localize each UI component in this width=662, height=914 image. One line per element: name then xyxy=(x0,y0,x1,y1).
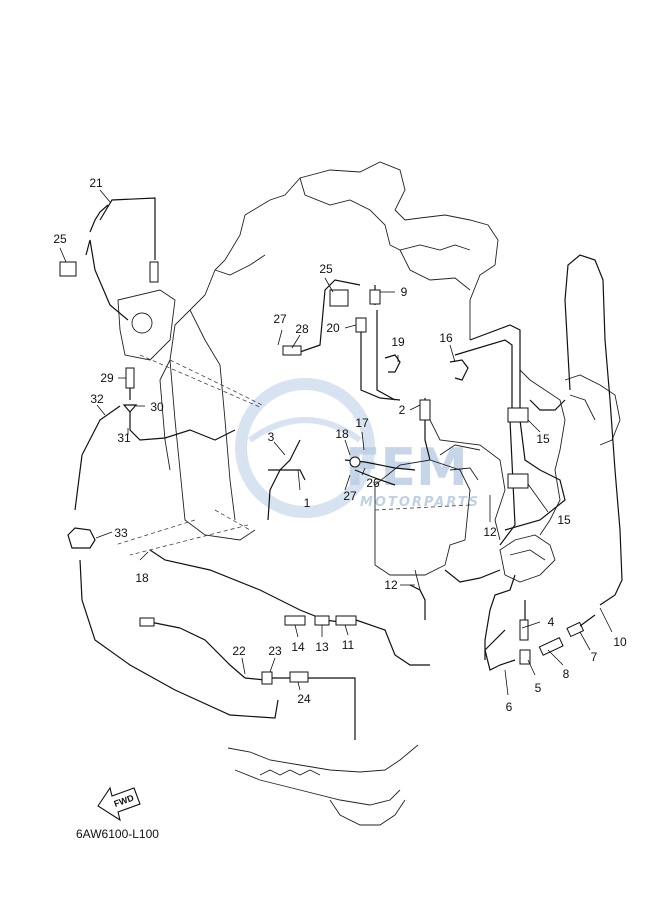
part-label-25b: 25 xyxy=(53,232,67,246)
part-label-31: 31 xyxy=(117,431,131,445)
leader-lines xyxy=(59,189,613,696)
part-label-12b: 12 xyxy=(384,578,398,592)
fwd-arrow-icon: FWD xyxy=(97,786,141,822)
part-label-12a: 12 xyxy=(483,525,497,539)
part-label-8: 8 xyxy=(563,667,570,681)
part-label-26: 26 xyxy=(366,476,380,490)
part-label-11: 11 xyxy=(342,638,355,652)
part-label-18b: 18 xyxy=(135,571,149,585)
part-labels: 1 2 3 4 5 6 7 8 9 10 11 12 12 13 14 15 1… xyxy=(53,176,627,714)
part-label-18a: 18 xyxy=(335,427,349,441)
part-label-15a: 15 xyxy=(536,432,550,446)
part-label-24: 24 xyxy=(297,692,311,706)
diagram-code: 6AW6100-L100 xyxy=(76,827,159,841)
hose-lines xyxy=(59,197,623,740)
part-label-5: 5 xyxy=(535,681,542,695)
part-label-15b: 15 xyxy=(557,513,571,527)
watermark-main: FEM xyxy=(345,438,468,498)
part-label-17: 17 xyxy=(355,416,369,430)
part-label-2: 2 xyxy=(399,403,406,417)
part-label-20: 20 xyxy=(326,321,340,335)
part-label-14: 14 xyxy=(291,640,305,654)
part-label-16: 16 xyxy=(439,331,453,345)
part-label-22: 22 xyxy=(232,644,246,658)
part-label-30: 30 xyxy=(150,400,164,414)
watermark-logo: FEM MOTORPARTS xyxy=(235,378,478,518)
part-label-32: 32 xyxy=(90,392,104,406)
part-label-29: 29 xyxy=(100,371,114,385)
part-label-7: 7 xyxy=(591,650,598,664)
engine-outline xyxy=(114,161,621,826)
part-label-19: 19 xyxy=(391,335,405,349)
part-label-4: 4 xyxy=(548,615,555,629)
part-label-3: 3 xyxy=(268,430,275,444)
part-label-23: 23 xyxy=(268,644,282,658)
part-label-6: 6 xyxy=(506,700,513,714)
part-label-27a: 27 xyxy=(273,312,287,326)
part-label-27b: 27 xyxy=(343,489,357,503)
part-label-21: 21 xyxy=(89,176,103,190)
part-label-10: 10 xyxy=(613,635,627,649)
part-label-25a: 25 xyxy=(319,262,333,276)
part-label-1: 1 xyxy=(304,496,311,510)
part-label-13: 13 xyxy=(315,640,329,654)
part-label-28: 28 xyxy=(295,322,309,336)
part-label-9: 9 xyxy=(401,285,408,299)
part-label-33: 33 xyxy=(114,526,128,540)
